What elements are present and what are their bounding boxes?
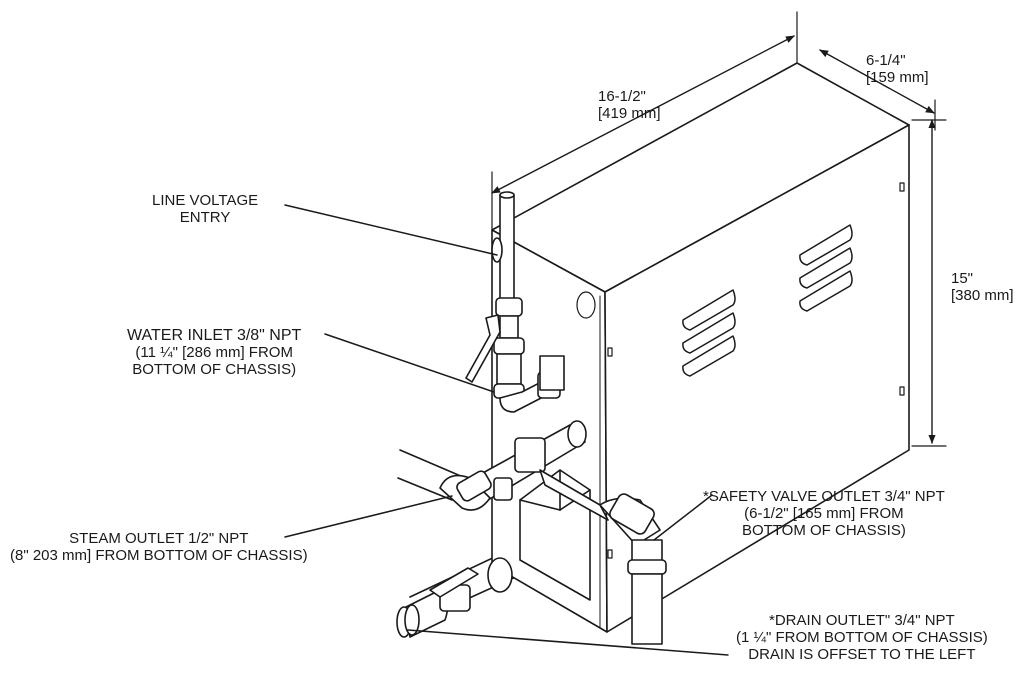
safety-valve-label: *SAFETY VALVE OUTLET 3/4" NPT (6-1/2" [1… bbox=[703, 488, 945, 539]
line-voltage-label: LINE VOLTAGE ENTRY bbox=[152, 192, 259, 226]
depth-dimension-arrow bbox=[819, 49, 935, 114]
leader-drain-outlet bbox=[407, 629, 729, 656]
width-imperial: 16-1/2" bbox=[598, 88, 646, 105]
leader-steam-outlet bbox=[284, 495, 453, 538]
height-imperial: 15" bbox=[951, 270, 974, 287]
chassis-details bbox=[576, 182, 905, 559]
depth-metric: [159 mm] bbox=[866, 69, 929, 86]
leader-lines bbox=[284, 204, 729, 656]
water-inlet-assembly bbox=[465, 297, 565, 413]
height-dimension-label: 15" [380 mm] bbox=[951, 270, 1014, 304]
width-dimension-arrow bbox=[491, 35, 795, 194]
drain-outlet-label: *DRAIN OUTLET" 3/4" NPT (1 ¼" FROM BOTTO… bbox=[736, 612, 988, 663]
steam-outlet-assembly bbox=[439, 420, 587, 511]
leader-water-inlet bbox=[324, 333, 495, 393]
water-inlet-label: WATER INLET 3/8" NPT (11 ¼" [286 mm] FRO… bbox=[127, 327, 302, 378]
steam-outlet-label: STEAM OUTLET 1/2" NPT (8" 203 mm] FROM B… bbox=[10, 530, 308, 564]
line-voltage-conduit bbox=[491, 191, 515, 306]
drain-outlet-assembly bbox=[396, 557, 513, 638]
safety-valve-assembly bbox=[539, 469, 667, 645]
leader-line-voltage bbox=[284, 204, 498, 256]
depth-imperial: 6-1/4" bbox=[866, 52, 906, 69]
leader-safety-valve bbox=[653, 494, 713, 541]
width-metric: [419 mm] bbox=[598, 105, 661, 122]
width-dimension-label: 16-1/2" [419 mm] bbox=[598, 88, 661, 122]
height-metric: [380 mm] bbox=[951, 287, 1014, 304]
vent-louvres bbox=[682, 224, 853, 377]
depth-dimension-label: 6-1/4" [159 mm] bbox=[866, 52, 929, 86]
